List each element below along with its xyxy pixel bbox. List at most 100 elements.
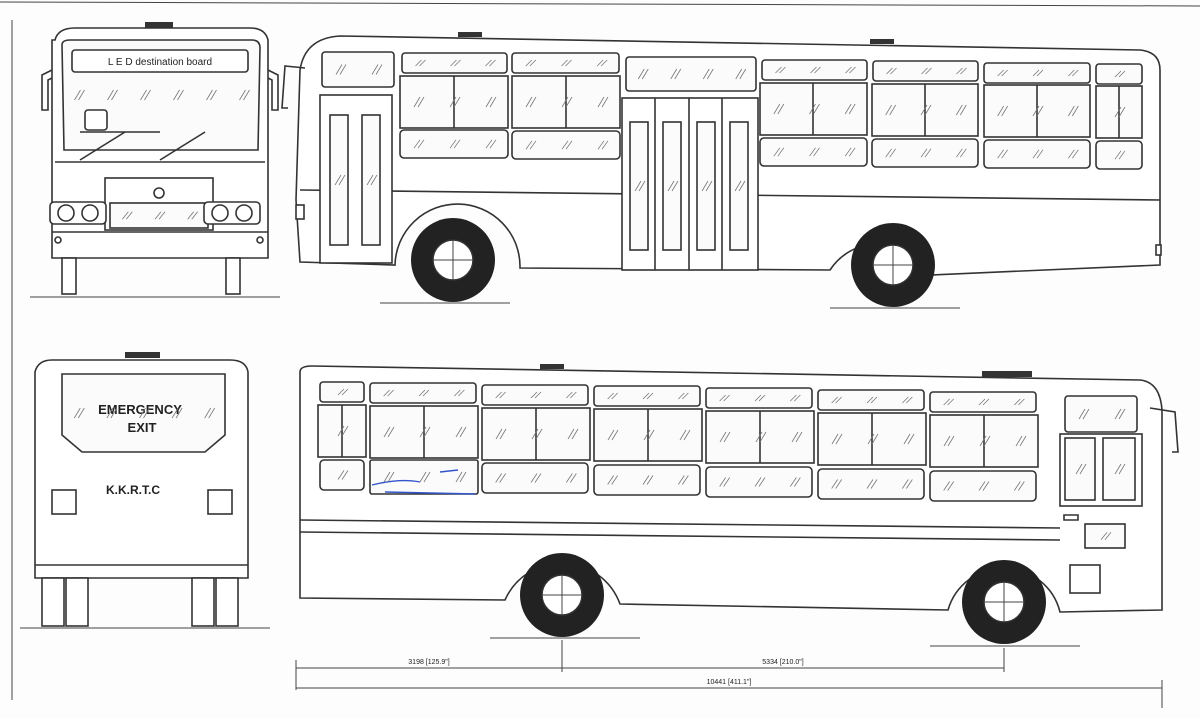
side2-upper-window-3 [481,384,589,406]
glass-hatch-stroke [565,96,573,108]
glass-hatch-stroke [239,89,246,101]
glass-hatch-stroke [1118,106,1126,118]
glass-hatch-stroke [419,59,426,67]
glass-hatch-stroke [1104,532,1112,540]
side2-roof-light-a [540,364,564,369]
glass-hatch-stroke [943,481,950,491]
dim-label-wheelbase: 5334 [210.0"] [762,659,803,666]
glass-hatch-stroke [204,407,212,419]
glass-hatch-stroke [335,64,343,75]
glass-hatch-stroke [175,407,183,419]
front-emblem [153,187,165,199]
glass-hatch-stroke [671,180,679,192]
glass-hatch-stroke [206,89,213,101]
glass-hatch-stroke [637,68,645,80]
glass-hatch-stroke [1114,70,1122,78]
glass-hatch-stroke [1036,69,1044,77]
side2-lower-window-3 [481,462,589,494]
glass-hatch-stroke [997,149,1004,159]
glass-hatch-stroke [845,66,852,74]
glass-hatch-stroke [454,389,461,397]
glass-hatch-stroke [601,140,609,150]
glass-hatch-stroke [74,89,81,101]
rear-view: EMERGENCY EXIT K.K.R.T.C [20,352,270,629]
glass-hatch-stroke [924,104,932,116]
side2-lower-window-1 [319,459,365,491]
glass-hatch-stroke [453,139,461,149]
glass-hatch-stroke [611,429,619,441]
side2-lower-window-2 [369,459,479,495]
glass-hatch-stroke [499,473,506,483]
glass-hatch-stroke [849,66,856,74]
glass-hatch-stroke [1001,69,1008,77]
glass-hatch-stroke [1036,149,1044,159]
glass-hatch-stroke [978,398,986,406]
side-view-door-side [281,32,1162,309]
glass-hatch-stroke [906,479,913,489]
emergency-label-line1: EMERGENCY [98,402,182,417]
side2-front-top-window [1064,395,1138,433]
glass-hatch-stroke [144,89,151,101]
glass-hatch-stroke [943,435,951,447]
glass-hatch-stroke [754,477,762,487]
glass-hatch-stroke [867,433,875,445]
glass-hatch-stroke [1072,149,1079,159]
glass-hatch-stroke [243,89,250,101]
glass-hatch-stroke [499,428,507,440]
glass-hatch-stroke [607,429,615,441]
glass-hatch-stroke [886,67,893,75]
glass-hatch-stroke [171,407,179,419]
glass-hatch-stroke [495,391,502,399]
glass-hatch-stroke [835,433,843,445]
glass-hatch-stroke [978,481,986,491]
glass-hatch-stroke [561,59,568,67]
glass-hatch-stroke [921,67,928,75]
glass-hatch-stroke [611,475,618,485]
glass-hatch-stroke [813,103,820,115]
side1-middle-door-pane-1 [629,121,649,251]
glass-hatch-stroke [809,147,816,157]
glass-hatch-stroke [683,429,691,441]
side2-driver-vent [1084,523,1126,549]
glass-hatch-stroke [455,426,463,438]
glass-hatch-stroke [1072,69,1079,77]
glass-hatch-stroke [341,388,349,396]
glass-hatch-stroke [795,431,803,443]
side1-lower-window-4 [871,138,979,168]
side1-lower-window-2 [511,130,621,160]
side2-door-handle [1063,514,1079,521]
side1-lower-window-1 [399,129,509,159]
glass-hatch-stroke [1078,408,1086,420]
glass-hatch-stroke [417,139,425,149]
glass-hatch-stroke [78,89,85,101]
glass-hatch-stroke [383,471,391,483]
side2-skirt-line-2 [299,531,1061,541]
side1-middle-door-pane-2 [662,121,682,251]
glass-hatch-stroke [485,139,493,149]
glass-hatch-stroke [449,96,457,108]
glass-hatch-stroke [338,174,346,186]
glass-hatch-stroke [337,425,345,437]
side2-upper-window-6 [817,389,925,411]
glass-hatch-stroke [418,389,426,397]
glass-hatch-stroke [1079,463,1087,475]
glass-hatch-stroke [423,426,431,438]
glass-hatch-stroke [387,389,394,397]
side1-door-top-window [625,56,757,92]
glass-hatch-stroke [809,103,816,115]
side2-upper-window-1 [319,381,365,403]
right-headlight-2 [235,204,253,222]
glass-hatch-stroke [561,96,569,108]
glass-hatch-stroke [1075,463,1083,475]
glass-hatch-stroke [419,471,427,483]
right-headlight-1 [211,204,229,222]
glass-hatch-stroke [566,391,573,399]
glass-hatch-stroke [723,477,730,487]
side1-roof-light-b [870,39,894,44]
glass-hatch-stroke [525,96,533,108]
operator-label: K.K.R.T.C [106,483,160,497]
driver-mirror-box [84,109,108,131]
rear-roof-light [125,352,160,358]
glass-hatch-stroke [107,89,114,101]
glass-hatch-stroke [611,392,618,400]
